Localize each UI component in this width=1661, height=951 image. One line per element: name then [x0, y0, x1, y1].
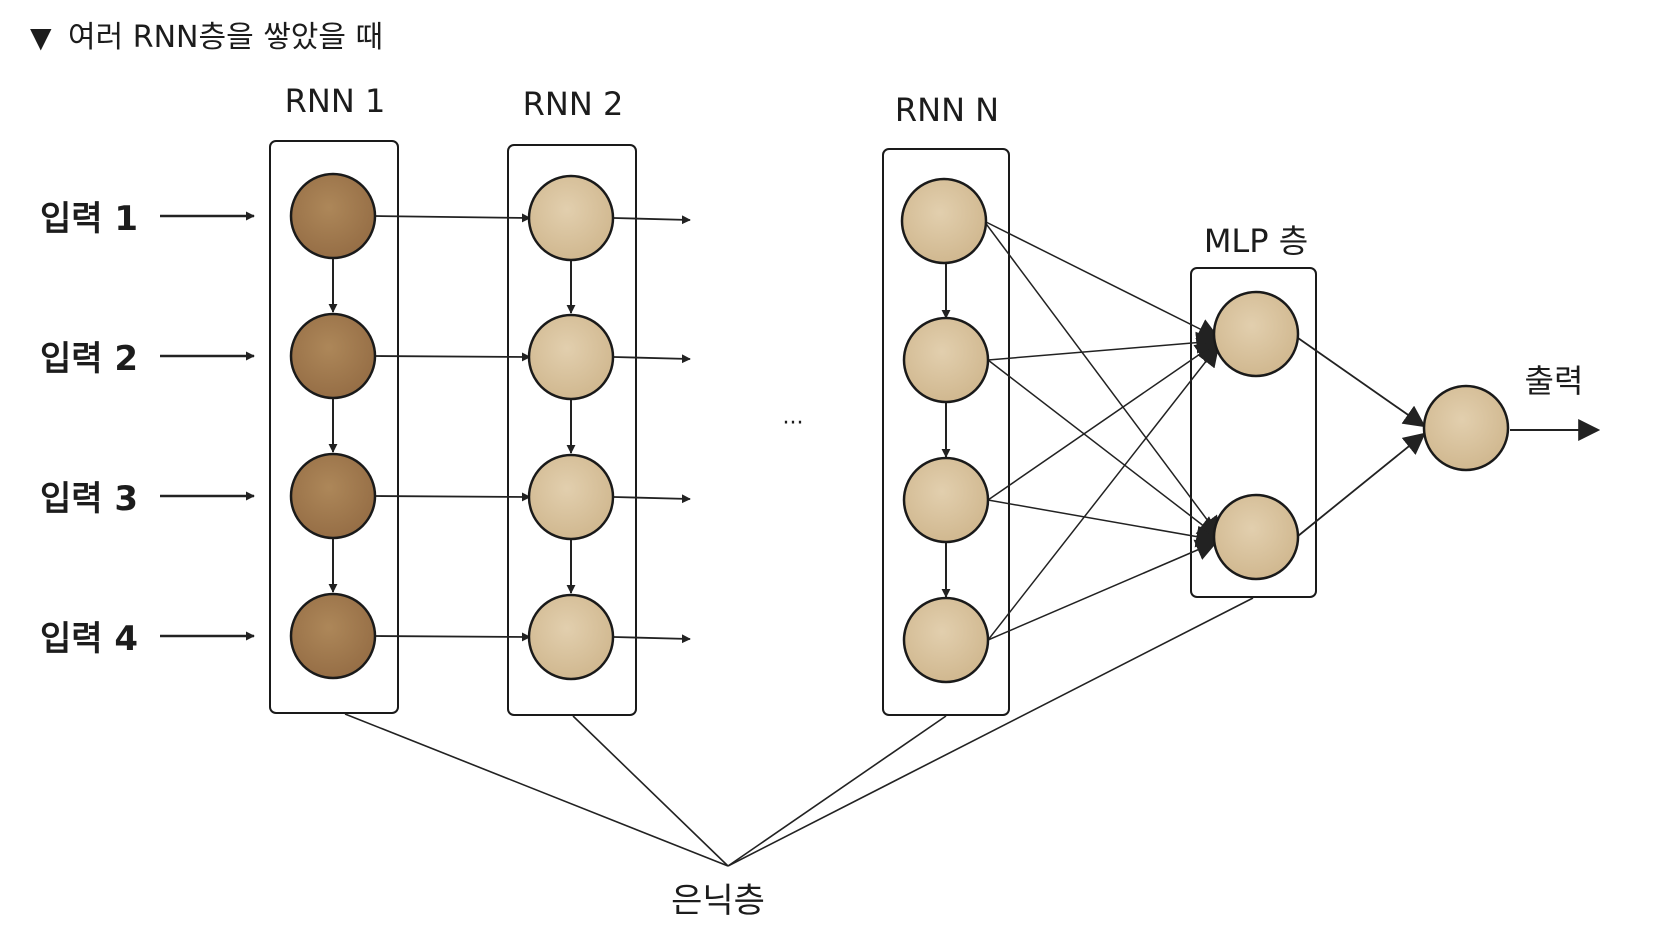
- input-label-1: 입력 1: [40, 199, 138, 239]
- rnnN-mlp-edge-3-2: [987, 499, 1219, 548]
- rnnN-mlp-edge-2-1: [987, 331, 1219, 361]
- rnnN-node-1: [900, 177, 988, 265]
- rnnN-node-3: [902, 456, 990, 544]
- hidden-layer-connector: [344, 597, 1254, 867]
- layer-title-rnn2: RNN 2: [523, 85, 624, 123]
- output-label: 출력: [1525, 362, 1584, 400]
- layer-title-mlp: MLP 층: [1204, 222, 1308, 260]
- layer-ellipsis: ···: [783, 411, 804, 436]
- page-title: 여러 RNN층을 쌓았을 때: [68, 20, 383, 55]
- hidden-line-mlp: [727, 597, 1254, 867]
- rnnN-mlp-edge-1-2: [983, 220, 1222, 539]
- mlp-node-1: [1212, 290, 1300, 378]
- rnn2-out-arrow-1: [613, 215, 691, 225]
- rnnN-mlp-edge-4-1: [987, 344, 1220, 641]
- mlp-to-output-arrow-1: [1297, 337, 1426, 428]
- output-node: [1422, 384, 1510, 472]
- rnnN-mlp-edge-1-1: [983, 220, 1220, 339]
- input-label-3: 입력 3: [40, 479, 138, 519]
- hidden-layer-label: 은닉층: [671, 881, 765, 921]
- rnnN-node-4: [902, 596, 990, 684]
- layer-title-rnn1: RNN 1: [285, 82, 386, 120]
- rnn1-node-1: [289, 172, 377, 260]
- rnn2-out-arrow-3: [613, 494, 691, 504]
- input-label-4: 입력 4: [40, 619, 138, 659]
- rnn2-node-3: [527, 453, 615, 541]
- rnn2-out-arrow-2: [613, 354, 691, 364]
- rnn2-node-4: [527, 593, 615, 681]
- rnnN-layer-box: [882, 148, 1010, 716]
- header-marker: ▼: [30, 21, 52, 54]
- mlp-node-2: [1212, 493, 1300, 581]
- rnn1-to-rnn2-arrow-2: [373, 352, 531, 362]
- rnn1-to-rnn2-arrow-3: [373, 492, 531, 502]
- rnn2-node-2: [527, 313, 615, 401]
- rnn2-out-arrow-4: [613, 634, 691, 644]
- input-label-2: 입력 2: [40, 339, 138, 379]
- rnn1-node-2: [289, 312, 377, 400]
- mlp-layer-box: [1190, 267, 1317, 598]
- rnn1-to-rnn2-arrow-1: [373, 213, 531, 223]
- rnnN-mlp-edge-3-1: [987, 341, 1218, 501]
- mlp-to-output-arrow-2: [1297, 432, 1426, 537]
- rnn1-layer-box: [269, 140, 399, 714]
- layer-title-rnnN: RNN N: [895, 91, 999, 129]
- rnn1-node-3: [289, 452, 377, 540]
- rnnN-node-2: [902, 316, 990, 404]
- rnn2-node-1: [527, 174, 615, 262]
- rnn2-layer-box: [507, 144, 637, 716]
- rnnN-mlp-edge-4-2: [987, 539, 1219, 641]
- rnnN-mlp-edge-2-2: [987, 359, 1220, 539]
- rnn1-to-rnn2-arrow-4: [373, 632, 531, 642]
- hidden-line-rnnN: [727, 715, 947, 867]
- hidden-line-rnn2: [572, 715, 729, 867]
- rnnN-to-mlp-connections: [983, 220, 1222, 641]
- hidden-line-rnn1: [344, 713, 729, 867]
- rnn1-node-4: [289, 592, 377, 680]
